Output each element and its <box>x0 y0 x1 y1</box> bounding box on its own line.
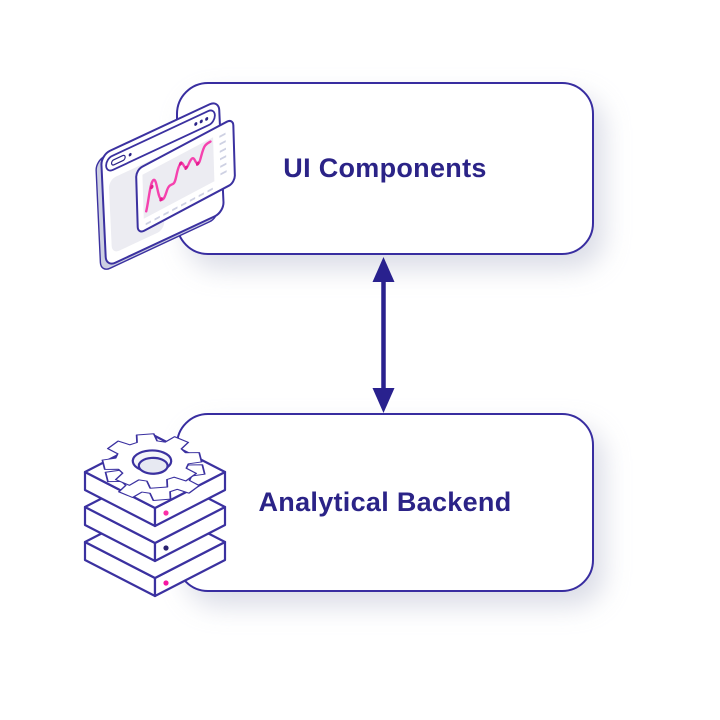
node-analytical-backend: Analytical Backend <box>176 413 594 592</box>
node-ui-components: UI Components <box>176 82 594 255</box>
node-ui-components-label: UI Components <box>283 153 487 183</box>
node-analytical-backend-label: Analytical Backend <box>258 487 512 517</box>
bidirectional-arrow-icon <box>372 257 395 413</box>
